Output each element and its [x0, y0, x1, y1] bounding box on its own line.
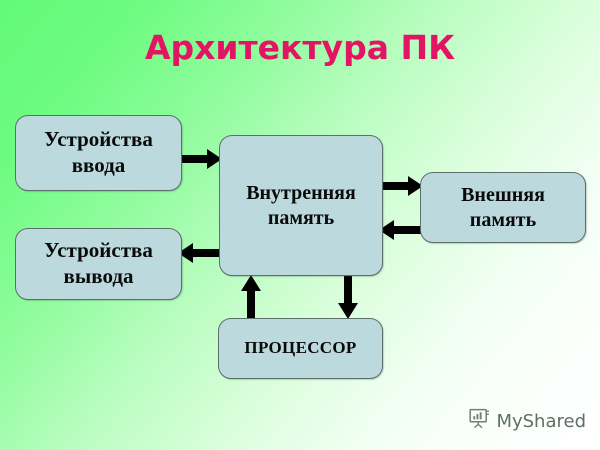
node-processor-text: ПРОЦЕССОР: [244, 338, 356, 359]
node-external-memory[interactable]: Внешняя память: [420, 172, 586, 243]
watermark-label: MyShared: [496, 410, 586, 432]
node-output-devices-line1: Устройства: [44, 238, 153, 263]
watermark: MyShared: [469, 408, 586, 434]
presentation-chart-icon: [469, 408, 490, 434]
arrow-internal-to-processor: [337, 272, 359, 322]
node-internal-memory-line2: память: [267, 206, 335, 229]
node-output-devices[interactable]: Устройства вывода: [15, 228, 182, 300]
page-title: Архитектура ПК: [144, 28, 456, 67]
arrow-external-to-internal: [377, 219, 423, 241]
node-input-devices-text: Устройства ввода: [44, 127, 153, 178]
arrow-internal-to-output: [176, 242, 222, 264]
node-internal-memory-text: Внутренняя память: [246, 181, 356, 230]
arrow-internal-to-external: [379, 175, 425, 197]
node-external-memory-line1: Внешняя: [461, 184, 545, 207]
arrow-input-to-internal: [178, 148, 224, 170]
node-internal-memory-line1: Внутренняя: [246, 182, 356, 205]
arrow-processor-to-internal: [240, 272, 262, 322]
node-external-memory-text: Внешняя память: [461, 183, 545, 232]
node-processor[interactable]: ПРОЦЕССОР: [218, 318, 383, 379]
node-input-devices[interactable]: Устройства ввода: [15, 115, 182, 191]
node-output-devices-line2: вывода: [63, 264, 134, 288]
node-internal-memory[interactable]: Внутренняя память: [219, 135, 383, 276]
node-input-devices-line2: ввода: [71, 153, 126, 177]
node-input-devices-line1: Устройства: [44, 127, 153, 152]
node-processor-line1: ПРОЦЕССОР: [244, 338, 357, 358]
node-output-devices-text: Устройства вывода: [44, 238, 153, 289]
node-external-memory-line2: память: [469, 208, 537, 231]
